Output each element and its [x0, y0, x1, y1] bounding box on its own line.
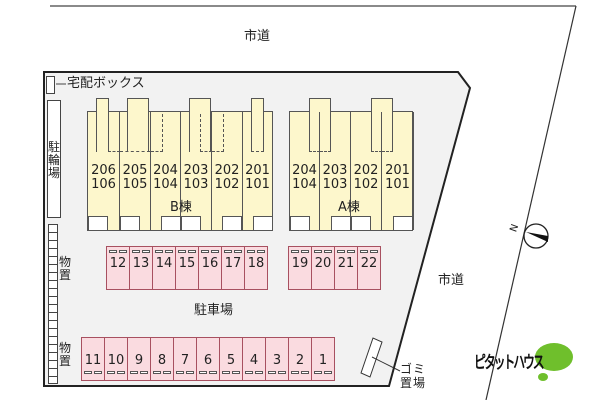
porch: [331, 216, 351, 230]
delivery-box: [46, 76, 55, 94]
porch: [88, 216, 108, 230]
north-arrow-icon: N: [508, 223, 549, 249]
parking-slot-8[interactable]: 8: [150, 337, 174, 381]
parking-slot-20[interactable]: 20: [311, 246, 335, 290]
parking-slot-11[interactable]: 11: [81, 337, 105, 381]
svg-text:N: N: [508, 223, 521, 234]
parking-slot-22[interactable]: 22: [357, 246, 381, 290]
unit-lower: 102: [353, 177, 379, 192]
unit-lower: 106: [91, 177, 116, 192]
delivery-box-label: 宅配ボックス: [67, 76, 145, 91]
unit-upper: 203: [322, 163, 348, 178]
unit-lower: 104: [153, 177, 178, 192]
unit-upper: 202: [214, 163, 240, 178]
unit-lower: 101: [245, 177, 270, 192]
parking-slot-10[interactable]: 10: [104, 337, 128, 381]
storage-label-1: 物置: [58, 255, 71, 282]
storage-label-2: 物置: [58, 341, 71, 368]
parking-slot-3[interactable]: 3: [265, 337, 289, 381]
parking-slot-12[interactable]: 12: [106, 246, 130, 290]
porch: [161, 216, 181, 230]
unit-lower: 103: [322, 177, 348, 192]
parking-row-upper-right: 19 20 21 22: [288, 246, 381, 290]
parking-slot-13[interactable]: 13: [129, 246, 153, 290]
staircase: [127, 98, 149, 152]
porch: [393, 216, 413, 230]
porch: [351, 216, 371, 230]
garbage-label: ゴミ置場: [400, 362, 427, 390]
road-north-label: 市道: [244, 29, 271, 44]
parking-slot-9[interactable]: 9: [127, 337, 151, 381]
speech-bubble-icon: [535, 343, 573, 381]
parking-lot-label: 駐車場: [194, 303, 234, 318]
porch: [181, 216, 201, 230]
unit-upper: 205: [122, 163, 148, 178]
parking-slot-4[interactable]: 4: [242, 337, 266, 381]
unit-upper: 206: [91, 163, 116, 178]
road-east-edge: [485, 5, 577, 400]
unit-upper: 204: [292, 163, 317, 178]
porch: [290, 216, 310, 230]
parking-slot-17[interactable]: 17: [221, 246, 245, 290]
unit-upper: 203: [183, 163, 209, 178]
storage-strip: [48, 224, 58, 384]
unit-lower: 103: [183, 177, 209, 192]
parking-slot-18[interactable]: 18: [244, 246, 268, 290]
brand-logo-text: ピタットハウス: [474, 353, 545, 373]
parking-slot-21[interactable]: 21: [334, 246, 358, 290]
unit-lower: 101: [385, 177, 410, 192]
parking-slot-15[interactable]: 15: [175, 246, 199, 290]
parking-row-lower: 11 10 9 8 7 6 5 4 3 2 1: [81, 337, 335, 381]
parking-slot-14[interactable]: 14: [152, 246, 176, 290]
building-a-label: A棟: [338, 200, 360, 215]
porch: [120, 216, 140, 230]
road-east-label: 市道: [438, 273, 465, 288]
unit-upper: 204: [153, 163, 178, 178]
parking-slot-19[interactable]: 19: [288, 246, 312, 290]
parking-row-upper-left: 12 13 14 15 16 17 18: [106, 246, 268, 290]
unit-upper: 201: [245, 163, 270, 178]
unit-upper: 202: [353, 163, 379, 178]
bicycle-parking-label: 駐輪場: [48, 140, 61, 180]
parking-slot-16[interactable]: 16: [198, 246, 222, 290]
parking-slot-2[interactable]: 2: [288, 337, 312, 381]
unit-lower: 102: [214, 177, 240, 192]
parking-slot-5[interactable]: 5: [219, 337, 243, 381]
porch: [222, 216, 242, 230]
unit-lower: 105: [122, 177, 148, 192]
garbage-enclosure: [360, 337, 401, 378]
parking-slot-6[interactable]: 6: [196, 337, 220, 381]
parking-slot-1[interactable]: 1: [311, 337, 335, 381]
bicycle-parking: 駐輪場: [47, 100, 61, 218]
porch: [253, 216, 273, 230]
building-b-label: B棟: [170, 200, 192, 215]
unit-upper: 201: [385, 163, 410, 178]
parking-slot-7[interactable]: 7: [173, 337, 197, 381]
unit-lower: 104: [292, 177, 317, 192]
